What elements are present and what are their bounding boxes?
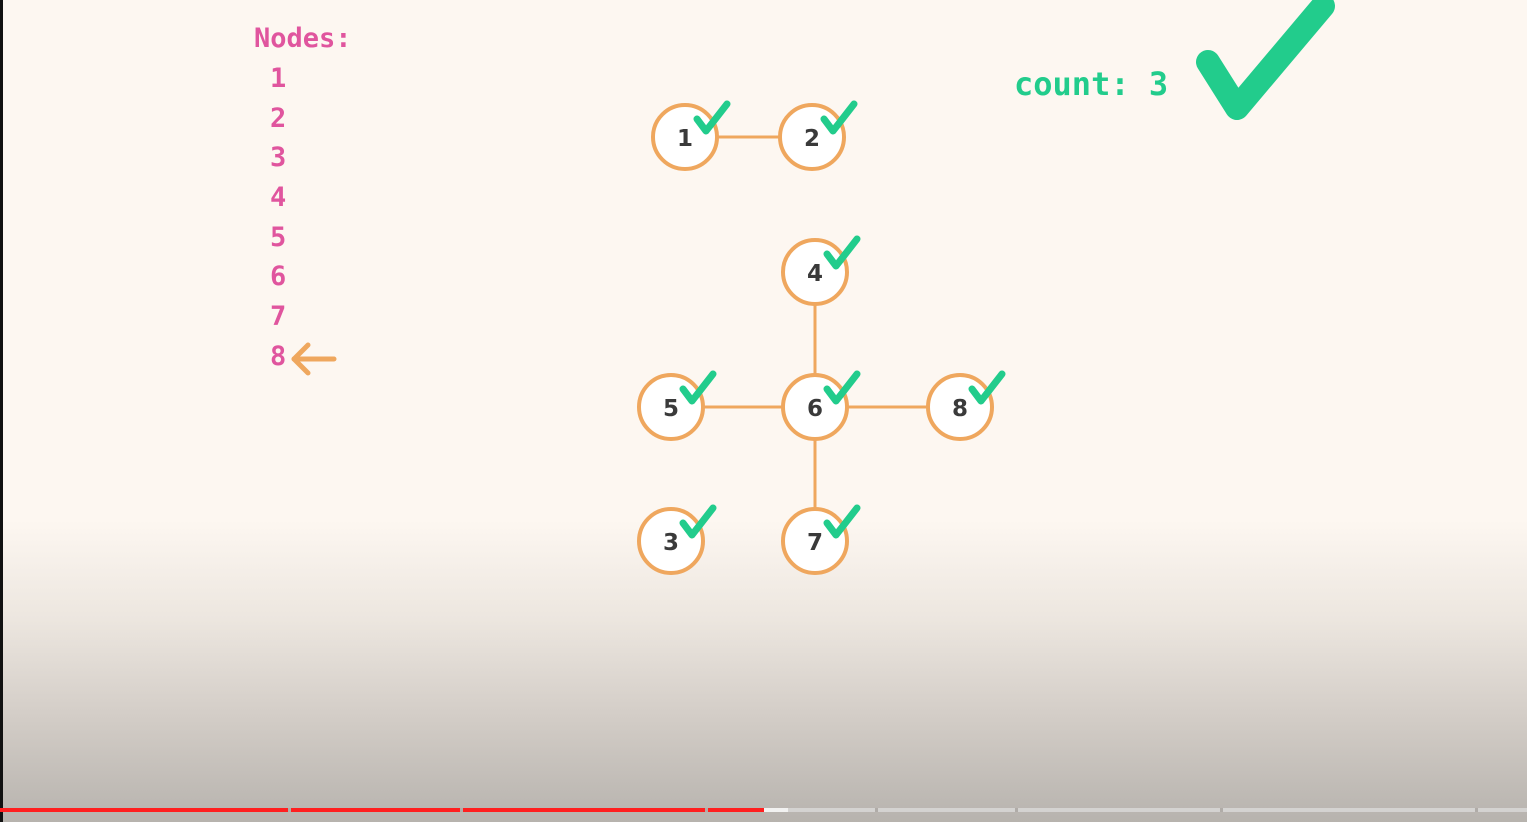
nodes-list-panel: Nodes: 1 2 3 4 5 6 7 8 <box>254 22 352 372</box>
chapter-divider <box>1015 808 1018 812</box>
graph-node-8: 8 <box>926 370 1006 441</box>
chapter-divider <box>288 808 291 812</box>
nodes-list-item: 4 <box>270 182 287 213</box>
big-check-icon <box>1196 0 1335 120</box>
graph-node-label: 2 <box>804 126 820 152</box>
visited-check-icon <box>679 504 717 539</box>
nodes-list-item: 8 <box>270 341 287 372</box>
graph-node-7: 7 <box>781 504 861 575</box>
graph-nodes: 1 2 4 5 6 8 3 7 <box>637 100 1006 575</box>
nodes-list-item: 2 <box>270 103 287 134</box>
window-left-edge <box>0 0 3 822</box>
chapter-divider <box>1220 808 1223 812</box>
visited-check-icon <box>693 100 731 135</box>
nodes-list-item: 6 <box>270 261 287 292</box>
video-progress-bar[interactable] <box>0 808 1527 812</box>
video-buffered-bar <box>762 808 788 812</box>
graph-node-6: 6 <box>781 370 861 441</box>
graph-node-5: 5 <box>637 370 717 441</box>
graph-node-label: 5 <box>663 396 679 422</box>
graph-node-3: 3 <box>637 504 717 575</box>
nodes-list-item: 3 <box>270 142 287 173</box>
visited-check-icon <box>823 504 861 539</box>
visited-check-icon <box>679 370 717 405</box>
visited-check-icon <box>823 370 861 405</box>
current-node-arrow-icon <box>291 342 337 376</box>
visited-check-icon <box>820 100 858 135</box>
chapter-divider <box>705 808 708 812</box>
graph-node-label: 8 <box>952 396 968 422</box>
graph-node-label: 6 <box>807 396 823 422</box>
chapter-divider <box>1475 808 1478 812</box>
graph-node-1: 1 <box>651 100 731 171</box>
visited-check-icon <box>968 370 1006 405</box>
visited-check-icon <box>823 235 861 270</box>
nodes-list-item: 7 <box>270 301 287 332</box>
nodes-list-item: 1 <box>270 63 287 94</box>
graph-node-label: 4 <box>807 261 823 287</box>
nodes-list-title: Nodes: <box>254 23 352 54</box>
chapter-divider <box>460 808 463 812</box>
graph-node-label: 7 <box>807 530 823 556</box>
graph-node-label: 1 <box>677 126 693 152</box>
graph-node-4: 4 <box>781 235 861 306</box>
count-label: count: 3 <box>1014 65 1169 103</box>
chapter-divider <box>875 808 878 812</box>
graph-node-label: 3 <box>663 530 679 556</box>
video-played-bar <box>0 808 764 812</box>
graph-node-2: 2 <box>778 100 858 171</box>
graph-edges <box>671 135 960 541</box>
nodes-list-item: 5 <box>270 222 287 253</box>
